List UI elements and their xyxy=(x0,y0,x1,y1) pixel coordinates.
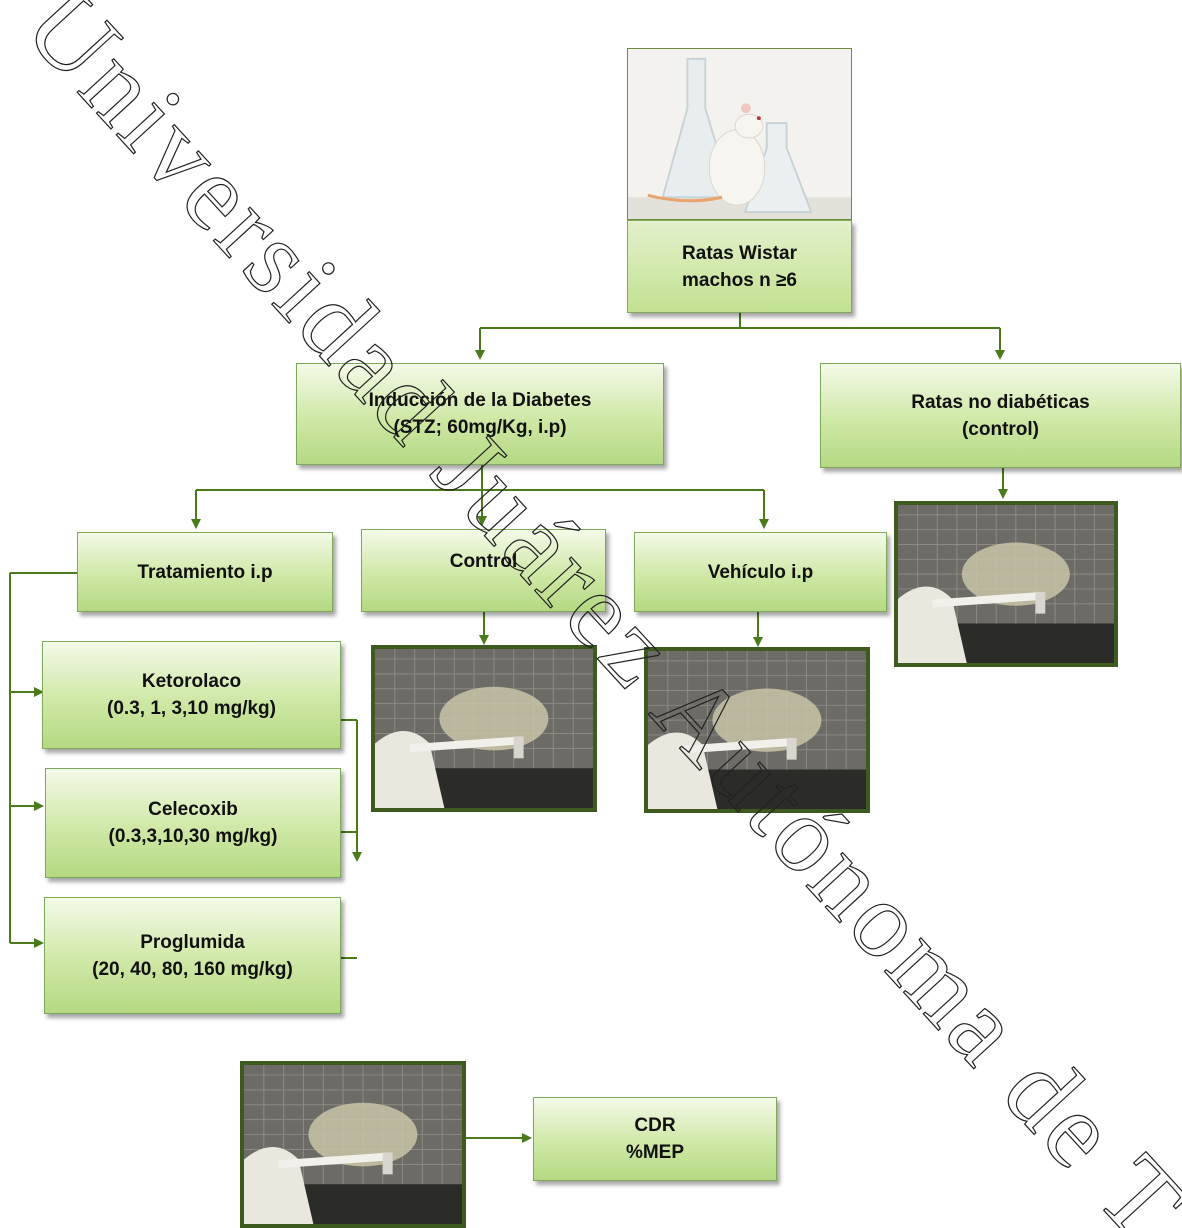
drug-box-celecoxib: Celecoxib (0.3,3,10,30 mg/kg) xyxy=(45,768,341,878)
diabetes-induction-line1: Inducción de la Diabetes xyxy=(368,390,592,411)
injection-photo-vehicle xyxy=(644,647,870,813)
vehicle-box: Vehículo i.p xyxy=(634,532,887,612)
drug-doses: (20, 40, 80, 160 mg/kg) xyxy=(92,958,293,980)
wistar-rats-line1: Ratas Wistar xyxy=(682,242,797,264)
diabetes-induction-box: Inducción de la Diabetes (STZ; 60mg/Kg, … xyxy=(296,363,664,465)
non-diabetic-line2: (control) xyxy=(961,418,1040,440)
drug-name: Celecoxib xyxy=(148,799,238,820)
drug-box-ketorolaco: Ketorolaco (0.3, 1, 3,10 mg/kg) xyxy=(42,641,341,749)
control-label: Control xyxy=(449,551,518,572)
injection-photo-control xyxy=(371,645,597,812)
wistar-rats-box: Ratas Wistar machos n ≥6 xyxy=(627,220,852,313)
diabetes-induction-line2: (STZ; 60mg/Kg, i.p) xyxy=(393,417,567,438)
non-diabetic-rats-box: Ratas no diabéticas (control) xyxy=(820,363,1181,468)
outcome-box: CDR %MEP xyxy=(533,1097,777,1181)
wistar-rat-photo xyxy=(627,48,852,220)
outcome-line2: %MEP xyxy=(625,1142,685,1163)
control-box: Control xyxy=(361,529,606,612)
treatment-label: Tratamiento i.p xyxy=(137,561,273,583)
outcome-line1: CDR xyxy=(634,1115,676,1136)
drug-name: Proglumida xyxy=(140,931,245,953)
wistar-rats-line2: machos n ≥6 xyxy=(682,269,797,291)
injection-photo-treatment xyxy=(240,1061,466,1228)
injection-photo-non-diabetic xyxy=(894,501,1118,667)
drug-doses: (0.3, 1, 3,10 mg/kg) xyxy=(107,698,276,719)
treatment-box: Tratamiento i.p xyxy=(77,532,333,612)
drug-box-proglumida: Proglumida (20, 40, 80, 160 mg/kg) xyxy=(44,897,341,1014)
vehicle-label: Vehículo i.p xyxy=(707,561,814,583)
drug-doses: (0.3,3,10,30 mg/kg) xyxy=(108,826,278,847)
drug-name: Ketorolaco xyxy=(141,671,242,692)
non-diabetic-line1: Ratas no diabéticas xyxy=(911,391,1090,413)
